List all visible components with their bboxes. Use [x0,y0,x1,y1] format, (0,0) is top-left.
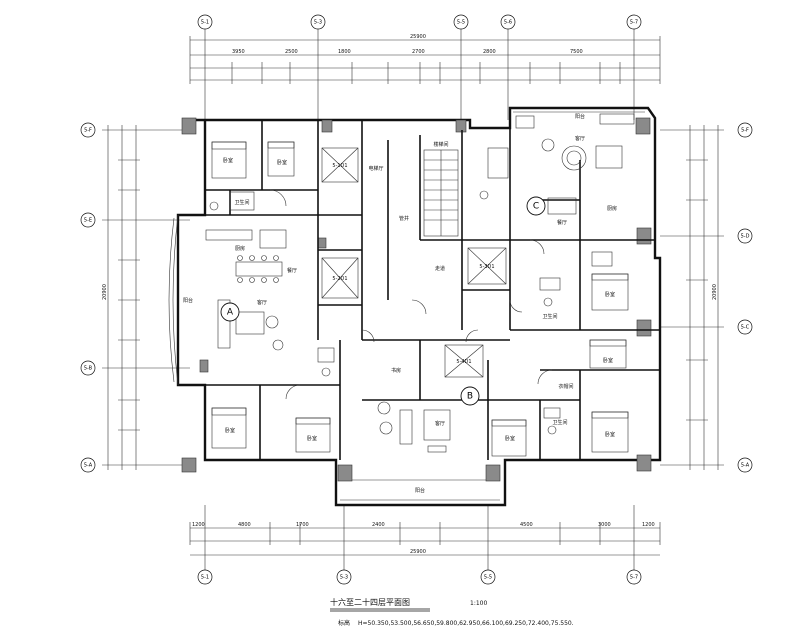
furniture [205,113,635,457]
right-dimension-chains: 20900 [660,125,724,470]
room-closet-c: 衣帽间 [558,383,573,390]
top-dimension-2: 2500 [285,49,298,55]
room-bedroom-b: 卧室 [505,435,515,442]
bottom-total-dimension: 25900 [410,549,426,555]
grid-bubble-left-4: 5-A [84,463,93,469]
grid-bubble-bottom-3: 5-5 [484,575,492,581]
room-kitchen-c: 厨房 [607,205,617,212]
bottom-dimension-1: 1200 [192,522,205,528]
left-total-dimension: 20900 [102,284,108,300]
top-dimension-6: 7500 [570,49,583,55]
grid-bubble-top-5: 5-7 [630,20,638,26]
grid-bubble-bottom-1: 5-1 [201,575,209,581]
unit-markers: A B C [220,196,546,406]
grid-bubble-bottom-2: 5-3 [340,575,348,581]
room-balcony-c: 阳台 [575,113,585,120]
left-dimension-chains: 20900 [102,125,190,470]
room-bedroom-c2: 卧室 [603,357,613,364]
right-total-dimension: 20900 [712,284,718,300]
grid-bubble-right-3: 5-C [741,325,750,331]
drawing-scale: 1:100 [470,600,487,607]
elevation-note-text: H=50.350,53.500,56.650,59.800,62.950,66.… [358,620,574,627]
lift-label-4: 5-4D1 [456,359,471,365]
drawing-title: 十六至二十四层平面图 [330,597,410,607]
top-dimension-chains: 25900 3950 2500 1800 2700 2800 7500 [189,34,661,120]
bottom-dimension-7: 1200 [642,522,655,528]
interior-walls [205,120,660,460]
room-stair: 楼梯间 [433,141,448,148]
stair-treads [423,149,459,237]
room-bedroom-a3: 卧室 [225,427,235,434]
elevator-shafts [321,147,507,378]
bottom-dimension-5: 4500 [520,522,533,528]
room-balcony-b: 阳台 [415,487,425,494]
grid-bubble-top-2: 5-3 [314,20,322,26]
room-kitchen-a: 厨房 [235,245,245,252]
grid-bubble-bottom-4: 5-7 [630,575,638,581]
door-swings [269,189,553,400]
left-grid-bubbles: 5-F 5-E 5-B 5-A [80,122,96,473]
room-pipe: 管井 [399,215,409,222]
bottom-grid-bubbles: 5-1 5-3 5-5 5-7 [197,569,642,585]
bottom-dimension-3: 1700 [296,522,309,528]
grid-bubble-right-1: 5-F [741,128,749,134]
top-grid-bubbles: 5-1 5-3 5-5 5-6 5-7 [197,14,642,36]
room-living-b: 客厅 [435,420,445,427]
room-bedroom-c3: 卧室 [605,431,615,438]
room-lift-hall: 电梯厅 [368,165,383,172]
room-study-b: 书房 [391,367,401,374]
lift-label-1: 5-1D1 [332,163,347,169]
grid-bubble-left-1: 5-F [84,128,92,134]
top-dimension-4: 2700 [412,49,425,55]
unit-c-marker: C [533,202,539,212]
elevation-note-label: 标高 [338,619,350,627]
room-bedroom-a2: 卧室 [277,159,287,166]
room-bedroom-a4: 卧室 [307,435,317,442]
grid-bubble-right-2: 5-D [741,234,750,240]
room-bath-c1: 卫生间 [542,313,557,320]
lift-label-3: 5-3D1 [479,264,494,270]
drawing-caption: 十六至二十四层平面图 1:100 标高 H=50.350,53.500,56.6… [330,597,574,627]
grid-bubble-top-3: 5-5 [457,20,465,26]
room-bedroom-a1: 卧室 [223,157,233,164]
lift-label-2: 5-2D1 [332,276,347,282]
building-outline [168,106,662,507]
room-bath-a: 卫生间 [234,199,249,206]
room-bedroom-c1: 卧室 [605,291,615,298]
grid-bubble-top-4: 5-6 [504,20,512,26]
unit-b-marker: B [467,392,473,402]
right-grid-bubbles: 5-F 5-D 5-C 5-A [737,122,753,473]
grid-bubble-top-1: 5-1 [201,20,209,26]
room-dining-c: 餐厅 [557,219,567,226]
grid-bubble-right-4: 5-A [741,463,750,469]
grid-bubble-left-2: 5-E [84,218,92,224]
room-bath-c2: 卫生间 [552,419,567,426]
grid-bubble-left-3: 5-B [84,366,93,372]
bottom-dimension-2: 4800 [238,522,251,528]
bottom-dimension-chains: 25900 1200 4800 1700 2400 4500 3000 1200 [189,505,661,570]
top-total-dimension: 25900 [410,34,426,40]
room-balcony-a: 阳台 [183,297,193,304]
room-living-a: 客厅 [257,299,267,306]
top-dimension-1: 3950 [232,49,245,55]
room-living-c: 客厅 [575,135,585,142]
room-corridor: 走道 [435,265,445,272]
room-dining-a: 餐厅 [287,267,297,274]
top-dimension-3: 1800 [338,49,351,55]
unit-a-marker: A [227,308,234,318]
bottom-dimension-6: 3000 [598,522,611,528]
room-labels: 卧室 卧室 卫生间 厨房 餐厅 客厅 阳台 卧室 卧室 5-1D1 5-2D1 … [183,113,617,494]
top-dimension-5: 2800 [483,49,496,55]
bottom-dimension-4: 2400 [372,522,385,528]
